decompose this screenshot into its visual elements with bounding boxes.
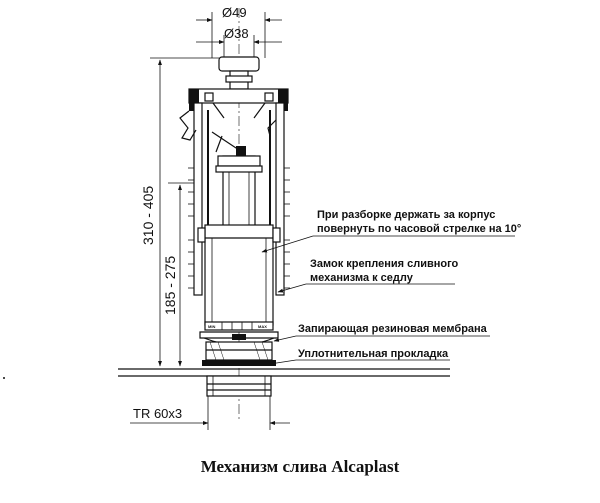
main-body-cylinder [204, 224, 274, 326]
callout-membrane: Запирающая резиновая мембрана [298, 323, 488, 335]
thread-dimension: TR 60x3 [130, 396, 290, 430]
callout-lock-line1: Замок крепления сливного [310, 258, 459, 270]
callout-leaders [261, 235, 515, 366]
callout-disassembly-line1: При разборке держать за корпус [317, 209, 495, 221]
left-latch-lever [179, 110, 197, 141]
right-guide-rail [275, 102, 285, 296]
level-scale-strip [204, 321, 274, 331]
scale-max-label: MAX [258, 324, 267, 329]
outer-diameter-label: Ø49 [222, 5, 247, 20]
seal-gasket [202, 360, 276, 366]
stray-dot [3, 377, 5, 379]
callout-gasket: Уплотнительная прокладка [298, 348, 449, 360]
drain-mechanism: MIN MAX [179, 56, 290, 397]
callout-lock-line2: механизма к седлу [310, 272, 414, 284]
left-guide-rail [193, 102, 203, 296]
callout-disassembly-line2: повернуть по часовой стрелке на 10° [317, 223, 521, 235]
inner-diameter-label: Ø38 [224, 26, 249, 41]
thread-label: TR 60x3 [133, 406, 182, 421]
scale-min-label: MIN [208, 324, 215, 329]
threaded-outlet [206, 375, 272, 397]
diameter-dimensions: Ø49 Ø38 [196, 5, 282, 58]
cistern-floor [118, 368, 450, 377]
valve-seat [205, 341, 273, 361]
callouts: При разборке держать за корпус повернуть… [298, 209, 521, 360]
total-height-label: 310 - 405 [140, 186, 156, 245]
button-cap [218, 56, 260, 72]
lower-height-label: 185 - 275 [162, 256, 178, 315]
height-dimensions: 310 - 405 185 - 275 [140, 57, 222, 367]
diagram-caption: Механизм слива Alcaplast [201, 457, 400, 476]
